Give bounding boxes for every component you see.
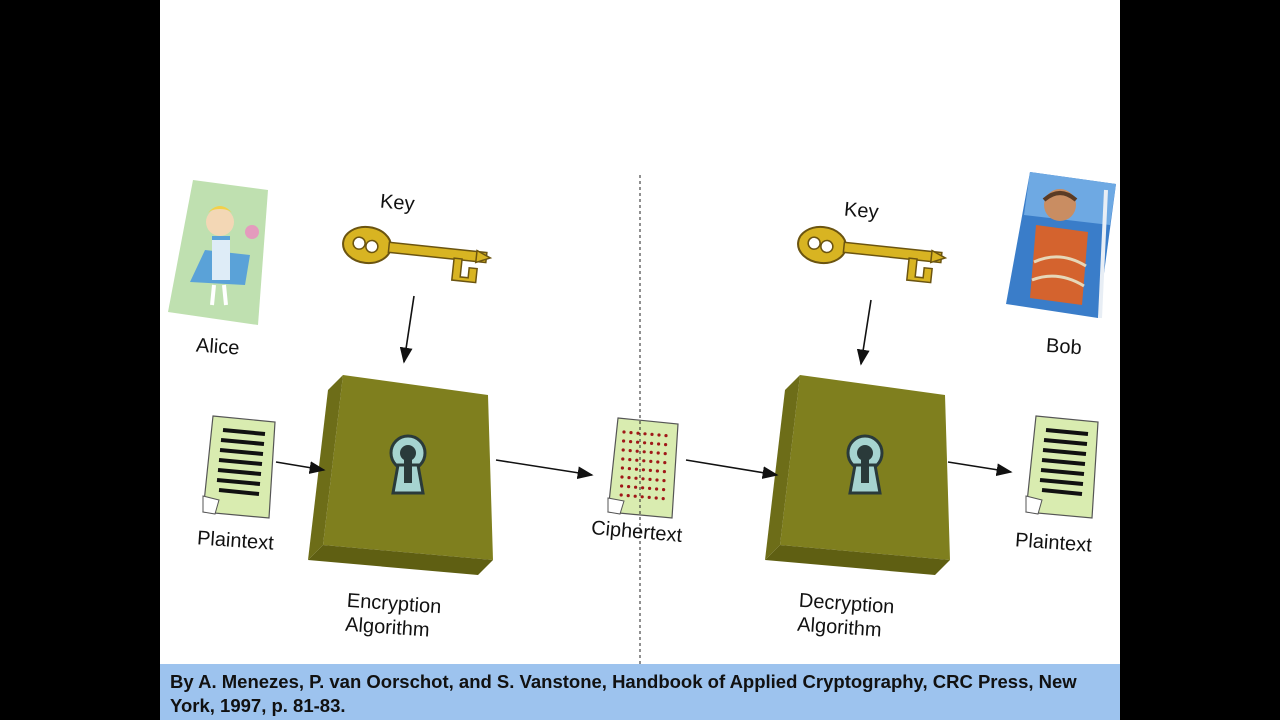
- cipher-dot: [648, 477, 652, 481]
- cipher-dot: [662, 470, 666, 474]
- cipher-dot: [627, 476, 631, 480]
- cipher-dot: [642, 459, 646, 463]
- cipher-dot: [621, 457, 625, 461]
- cipher-dot: [641, 477, 645, 481]
- decryption-box: [763, 373, 952, 577]
- cipher-dot: [636, 431, 640, 435]
- cipher-dot: [628, 458, 632, 462]
- cipher-dot: [636, 440, 640, 444]
- cipher-dot: [620, 466, 624, 470]
- arrow-ciphertext-to-decryption: [685, 459, 779, 479]
- cipher-dot: [655, 469, 659, 473]
- citation-text: By A. Menezes, P. van Oorschot, and S. V…: [170, 671, 1077, 716]
- cipher-dot: [620, 484, 624, 488]
- cipher-dot: [654, 496, 658, 500]
- alice-image: [168, 180, 268, 325]
- cipher-dot: [649, 450, 653, 454]
- citation-bar: By A. Menezes, P. van Oorschot, and S. V…: [160, 664, 1120, 720]
- cipher-dot: [647, 495, 651, 499]
- encryption-box: [306, 373, 495, 577]
- cipher-dot: [634, 467, 638, 471]
- cipher-dot: [661, 497, 665, 501]
- cipher-dot: [648, 468, 652, 472]
- arrow-encryption-to-ciphertext: [495, 459, 594, 480]
- cipher-dot: [641, 486, 645, 490]
- key-label-left: Key: [379, 190, 416, 216]
- arrow-key-to-decryption: [856, 299, 872, 366]
- cipher-dot: [643, 432, 647, 436]
- slide: Alice Bob Key Key Plaintext Plaintext Ci…: [160, 0, 1120, 720]
- cipher-dot: [657, 433, 661, 437]
- decryption-label: Decryption Algorithm: [796, 589, 896, 644]
- arrow-decryption-to-plaintext: [947, 461, 1013, 477]
- cipher-dot: [622, 439, 626, 443]
- cipher-dot: [627, 485, 631, 489]
- cipher-dot: [628, 449, 632, 453]
- cipher-dot: [664, 443, 668, 447]
- cipher-dot: [626, 494, 630, 498]
- cipher-dot: [620, 475, 624, 479]
- cipher-dot: [633, 494, 637, 498]
- cipher-dot: [662, 479, 666, 483]
- cipher-dot: [635, 458, 639, 462]
- cipher-dot: [648, 486, 652, 490]
- cipher-dot: [622, 430, 626, 434]
- cipher-dot: [619, 493, 623, 497]
- ciphertext-doc: [607, 417, 679, 519]
- alice-label: Alice: [195, 334, 241, 360]
- plaintext-doc-left: [201, 414, 277, 520]
- cipher-dot: [662, 488, 666, 492]
- cipher-dot: [641, 468, 645, 472]
- cipher-dot: [655, 487, 659, 491]
- cipher-dot: [634, 476, 638, 480]
- arrow-plaintext-to-encryption: [275, 461, 326, 474]
- bob-label: Bob: [1045, 334, 1083, 360]
- arrow-key-to-encryption: [399, 295, 415, 364]
- cipher-dot: [663, 461, 667, 465]
- encryption-label: Encryption Algorithm: [344, 589, 442, 643]
- cipher-dot: [627, 467, 631, 471]
- cipher-dot: [629, 431, 633, 435]
- cipher-dot: [629, 440, 633, 444]
- plaintext-doc-right: [1024, 414, 1100, 520]
- bob-image: [1006, 172, 1116, 319]
- cipher-dot: [643, 441, 647, 445]
- cipher-dot: [650, 441, 654, 445]
- cipher-dot: [656, 451, 660, 455]
- cipher-dot: [650, 432, 654, 436]
- cipher-dot: [649, 459, 653, 463]
- cipher-dot: [621, 448, 625, 452]
- key-icon-right: [794, 223, 949, 285]
- cipher-dot: [640, 495, 644, 499]
- cipher-dot: [664, 434, 668, 438]
- key-icon-left: [339, 223, 494, 285]
- cipher-dot: [663, 452, 667, 456]
- cipher-dot: [655, 478, 659, 482]
- cipher-dot: [657, 442, 661, 446]
- cipher-dot: [635, 449, 639, 453]
- diagram-canvas: [168, 172, 1116, 664]
- cipher-dot: [634, 485, 638, 489]
- cipher-dot: [642, 450, 646, 454]
- cipher-dot: [656, 460, 660, 464]
- key-label-right: Key: [843, 198, 880, 224]
